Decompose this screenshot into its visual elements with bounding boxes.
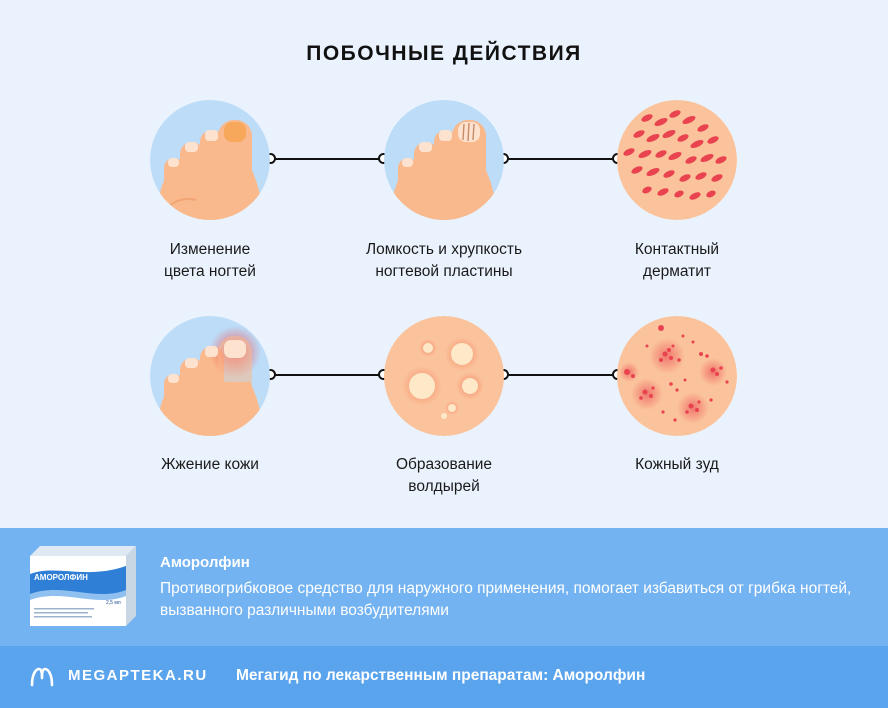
effect-label: Изменение цвета ногтей <box>164 241 256 280</box>
blisters-icon <box>384 316 504 436</box>
effect-label: Кожный зуд <box>635 456 719 473</box>
effect-label: Контактный дерматит <box>634 241 720 280</box>
footer-caption: Мегагид по лекарственным препаратам: Амо… <box>236 667 646 684</box>
effect-label: Жжение кожи <box>161 456 259 473</box>
side-effects-panel <box>0 0 888 528</box>
brand-name[interactable]: MEGAPTEKA.RU <box>68 667 208 684</box>
product-description: Противогрибковое средство для наружного … <box>160 580 852 619</box>
nail-discoloration-icon <box>150 100 270 220</box>
page-title: ПОБОЧНЫЕ ДЕЙСТВИЯ <box>306 42 582 65</box>
connector-line <box>504 158 618 160</box>
skin-burning-icon <box>150 316 270 436</box>
megapteka-logo-icon <box>30 666 54 688</box>
medicine-box-image: АМОРОЛФИН 2,5 мл <box>26 546 136 628</box>
effect-label: Ломкость и хрупкость ногтевой пластины <box>365 241 523 280</box>
product-name: Аморолфин <box>160 554 250 571</box>
skin-itching-icon <box>617 316 737 436</box>
box-volume-text: 2,5 мл <box>106 600 121 606</box>
connector-line <box>270 374 384 376</box>
box-brand-text: АМОРОЛФИН <box>34 573 88 582</box>
product-info-band <box>0 528 888 646</box>
contact-dermatitis-icon <box>617 100 737 220</box>
connector-line <box>270 158 384 160</box>
footer-band <box>0 646 888 708</box>
connector-line <box>504 374 618 376</box>
effect-label: Образование волдырей <box>395 456 493 495</box>
brittle-nails-icon <box>384 100 504 220</box>
